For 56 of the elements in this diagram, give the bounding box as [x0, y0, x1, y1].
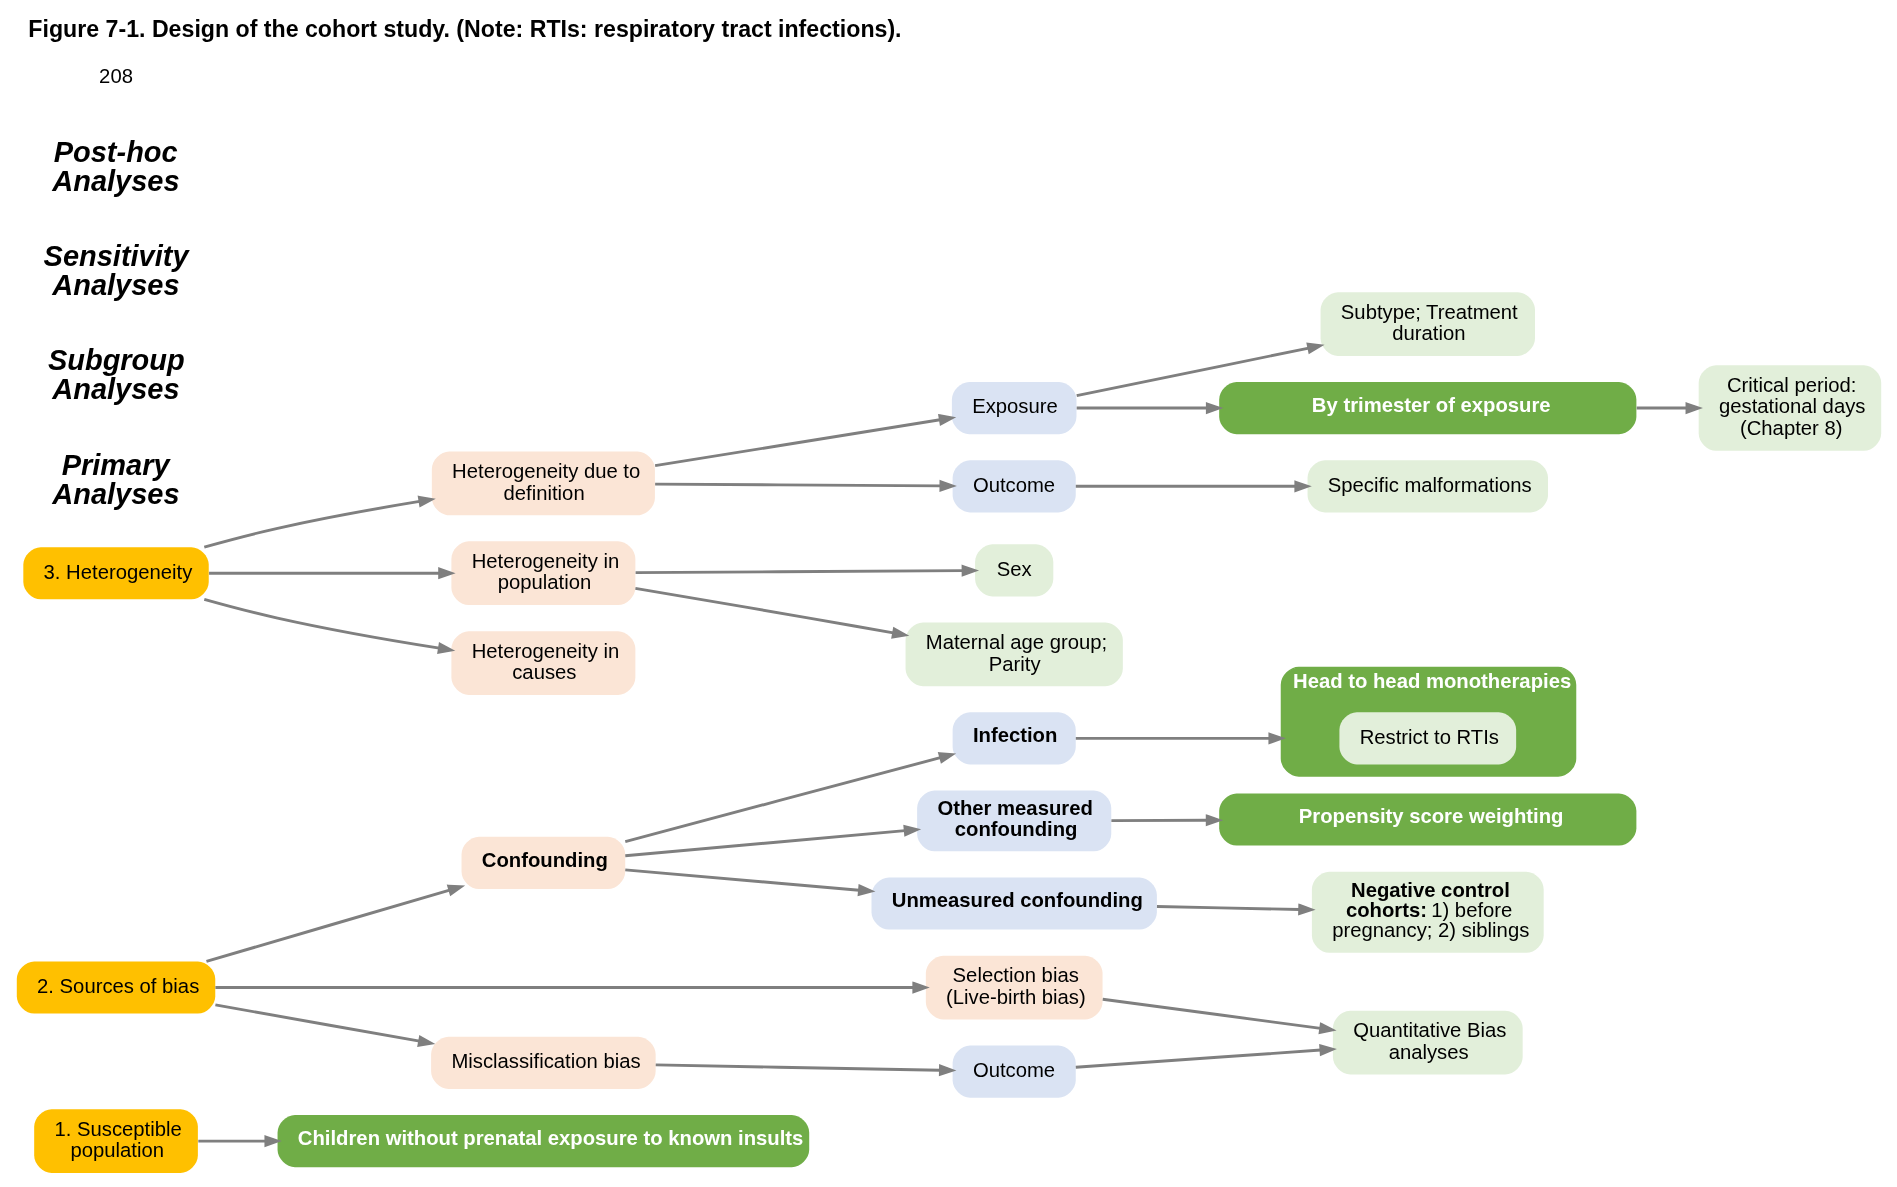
node-box: 1. Susceptible population — [33, 1109, 198, 1173]
node-box: Restrict to RTIs — [1338, 712, 1516, 765]
node-box: Heterogeneity due to definition — [431, 451, 655, 516]
arrow — [1076, 401, 1223, 415]
arrow — [197, 1135, 282, 1148]
arrow — [624, 868, 875, 897]
arrow — [208, 567, 456, 580]
arrow — [1110, 814, 1223, 827]
node-box: Critical period: gestational days (Chapter 8) — [1698, 365, 1881, 451]
node-box: Infection — [952, 712, 1076, 765]
arrow — [214, 981, 930, 994]
arrow — [1156, 903, 1316, 916]
arrow — [1102, 997, 1337, 1035]
diagram-title: Figure 7-1. Design of the cohort study. (Note: RTIs: respiratory tract infections). — [27, 15, 902, 42]
label: Primary Analyses — [51, 448, 180, 510]
arrow — [1075, 1044, 1337, 1069]
node-box: Heterogeneity in causes — [450, 631, 635, 695]
node-box: Heterogeneity in population — [450, 541, 635, 606]
label: 208 — [98, 65, 133, 88]
node-box: Maternal age group; Parity — [905, 622, 1123, 687]
arrow — [634, 587, 909, 639]
arrow — [203, 495, 436, 549]
arrow — [654, 479, 957, 492]
arrow — [205, 884, 465, 963]
arrow — [624, 824, 921, 858]
label: Subgroup Analyses — [47, 344, 185, 406]
label: Sensitivity Analyses — [43, 240, 188, 302]
node-box: Outcome — [952, 1045, 1076, 1098]
node-box: 2. Sources of bias — [16, 961, 215, 1014]
arrow — [1075, 480, 1312, 493]
node-box: Propensity score weighting — [1218, 793, 1636, 846]
arrow — [635, 564, 979, 577]
node-box: Specific malformations — [1307, 460, 1548, 513]
node-box: Outcome — [952, 460, 1076, 513]
arrow — [1075, 342, 1325, 397]
arrow — [655, 1063, 956, 1077]
node-box: Exposure — [951, 382, 1076, 435]
arrow — [1075, 732, 1286, 745]
label: Post-hoc Analyses — [51, 135, 180, 197]
node-box: 3. Heterogeneity — [22, 547, 209, 600]
arrow — [203, 597, 455, 654]
node-box: Subtype; Treatment duration — [1320, 292, 1535, 356]
node-box: By trimester of exposure — [1218, 382, 1636, 435]
arrow — [654, 413, 956, 468]
node-box: Children without prenatal exposure to known insults — [277, 1115, 809, 1168]
node-box: Unmeasured confounding — [871, 877, 1157, 930]
node-box: Selection bias (Live-birth bias) — [925, 955, 1103, 1020]
node-box: Negative control cohorts: 1) before pregnancy; 2) siblings — [1311, 871, 1544, 953]
arrow — [1636, 401, 1703, 415]
node-box: Sex — [974, 544, 1053, 597]
arrow — [624, 752, 956, 843]
node-box: Confounding — [461, 836, 625, 889]
node-box: Other measured confounding — [916, 790, 1111, 852]
node-box: Misclassification bias — [430, 1036, 656, 1089]
node-box: Quantitative Bias analyses — [1332, 1010, 1523, 1075]
arrow — [214, 1003, 435, 1047]
